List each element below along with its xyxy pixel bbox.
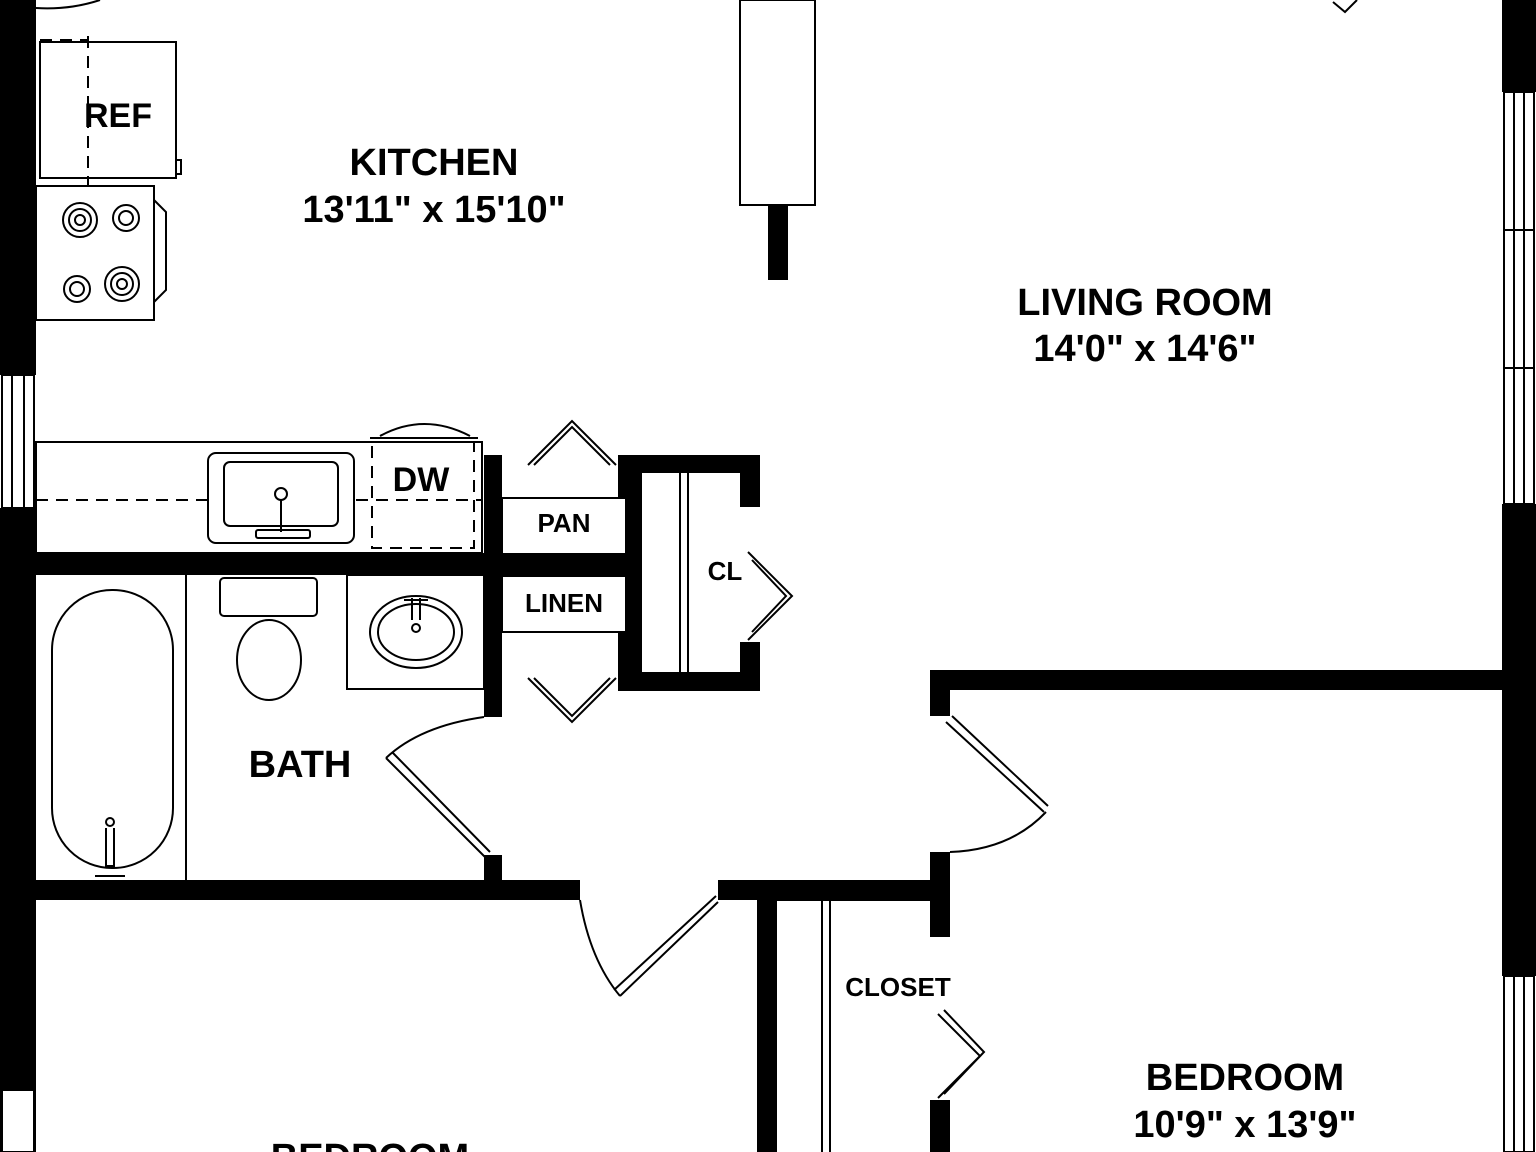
interior-walls xyxy=(36,205,1536,1152)
fixture-label-ref: REF xyxy=(84,97,152,135)
toilet-tank xyxy=(219,577,318,617)
room-label-bedroom-2: BEDROOM xyxy=(271,1137,469,1152)
bath-fixtures xyxy=(51,574,485,880)
fixture-label-cl: CL xyxy=(708,556,743,586)
room-dims-living: 14'0" x 14'6" xyxy=(1033,328,1256,370)
dishwasher xyxy=(371,441,475,549)
windows xyxy=(1,91,1535,1152)
fixture-label-closet: CLOSET xyxy=(845,972,951,1002)
room-dims-kitchen: 13'11" x 15'10" xyxy=(302,189,565,231)
storage xyxy=(501,419,794,724)
burners xyxy=(62,202,140,303)
fixture-label-pantry: PAN xyxy=(538,508,591,538)
fixture-label-dw: DW xyxy=(393,461,451,499)
fixture-label-linen: LINEN xyxy=(525,588,603,618)
kitchen-sink xyxy=(207,452,355,544)
toilet-bowl xyxy=(236,619,302,701)
labels: KITCHEN 13'11" x 15'10" LIVING ROOM 14'0… xyxy=(84,97,1357,1152)
room-label-bath: BATH xyxy=(249,744,352,786)
room-dims-bedroom: 10'9" x 13'9" xyxy=(1133,1104,1356,1146)
room-label-living: LIVING ROOM xyxy=(1017,282,1272,324)
counter xyxy=(35,441,483,554)
room-label-bedroom: BEDROOM xyxy=(1146,1057,1344,1099)
stove xyxy=(35,185,155,321)
refrigerator xyxy=(39,41,177,179)
vanity xyxy=(346,574,485,690)
bathtub xyxy=(51,589,174,869)
doors xyxy=(385,715,1049,1152)
room-label-kitchen: KITCHEN xyxy=(350,142,519,184)
kitchen-fixtures xyxy=(35,0,1358,554)
